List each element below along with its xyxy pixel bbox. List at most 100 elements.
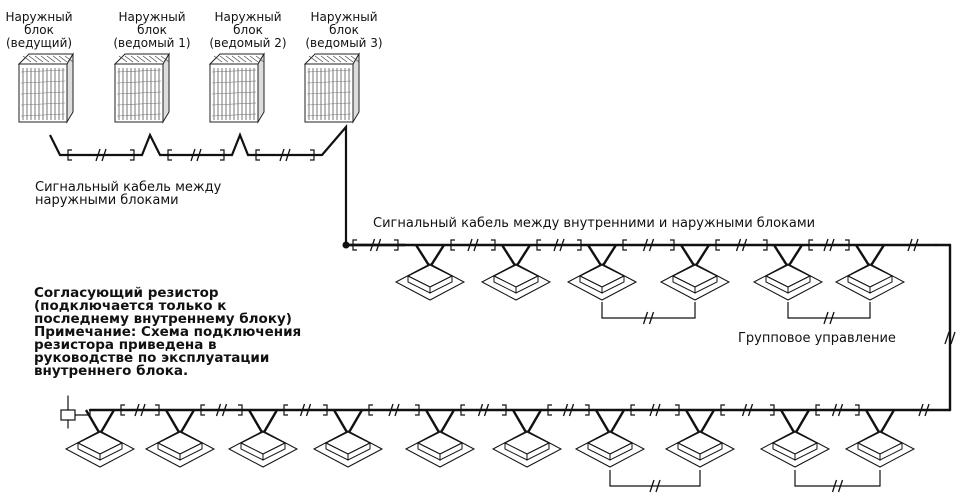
indoor-unit-icon <box>834 263 906 301</box>
group-control-link <box>787 302 871 319</box>
indoor-unit-tap <box>864 409 896 437</box>
indoor-unit-icon <box>574 430 646 468</box>
cable-connector <box>585 404 590 416</box>
cable-break-mark <box>649 479 661 493</box>
indoor-unit-tap <box>511 409 543 437</box>
indoor-unit-tap <box>247 409 279 437</box>
cable-connector <box>220 149 225 161</box>
cable-break-mark <box>553 238 565 252</box>
outdoor-unit-label-slave-1: Наружный блок (ведомый 1) <box>113 10 191 50</box>
cable-connector <box>415 404 420 416</box>
outdoor-unit-icon <box>303 52 360 124</box>
cable-break-mark <box>388 403 400 417</box>
indoor-unit-icon <box>64 430 136 468</box>
cable-connector <box>323 404 328 416</box>
indoor-unit-icon <box>664 430 736 468</box>
indoor-unit-icon <box>491 430 563 468</box>
indoor-unit-icon <box>759 430 831 468</box>
indoor-unit-icon <box>144 430 216 468</box>
cable-break-mark <box>823 238 835 252</box>
cable-connector <box>460 404 465 416</box>
indoor-unit-icon <box>404 430 476 468</box>
indoor-unit-icon <box>480 263 552 301</box>
cable-break-mark <box>823 311 835 325</box>
cable-break-mark <box>95 148 107 162</box>
cable-connector <box>536 239 541 251</box>
indoor-unit-icon <box>566 263 638 301</box>
cable-break-mark <box>944 331 956 345</box>
cable-connector <box>255 149 260 161</box>
cable-connector <box>502 404 507 416</box>
outdoor-unit-icon <box>208 52 265 124</box>
cable-connector <box>283 404 288 416</box>
cable-connector <box>394 239 399 251</box>
cable-connector <box>622 239 627 251</box>
cable-break-mark <box>642 311 655 325</box>
cable-connector <box>670 239 675 251</box>
indoor-unit-icon <box>659 263 731 301</box>
indoor-unit-tap <box>594 409 626 437</box>
cable-break-mark <box>279 148 291 162</box>
outdoor-unit-label-master: Наружный блок (ведущий) <box>5 10 73 50</box>
cable-connector <box>368 404 373 416</box>
cable-break-mark <box>649 403 661 417</box>
indoor-unit-tap <box>164 409 196 437</box>
outdoor-signal-cable <box>49 124 348 245</box>
cable-connector <box>675 404 680 416</box>
cable-break-mark <box>918 403 930 417</box>
cable-break-mark <box>831 479 844 493</box>
cable-connector <box>310 149 315 161</box>
cable-break-mark <box>299 403 312 417</box>
outdoor-unit-icon <box>17 52 74 124</box>
indoor-unit-icon <box>227 430 299 468</box>
cable-break-mark <box>741 403 754 417</box>
cable-connector <box>808 239 813 251</box>
indoor-unit-tap <box>424 409 456 437</box>
indoor-unit-tap <box>332 409 364 437</box>
indoor-unit-icon <box>312 430 384 468</box>
cable-break-mark <box>215 403 228 417</box>
resistor-wire <box>75 410 91 416</box>
cable-break-mark <box>477 403 490 417</box>
cable-break-mark <box>134 403 146 417</box>
cable-break-mark <box>735 238 748 252</box>
outdoor-unit-label-slave-2: Наружный блок (ведомый 2) <box>209 10 287 50</box>
indoor-unit-icon <box>844 430 916 468</box>
cable-connector <box>167 149 172 161</box>
cable-break-mark <box>642 238 655 252</box>
indoor-unit-tap <box>779 409 811 437</box>
cable-connector <box>577 239 582 251</box>
cable-connector <box>770 404 775 416</box>
cable-connector <box>67 149 72 161</box>
cable-break-mark <box>907 238 919 252</box>
cable-break-mark <box>562 403 575 417</box>
indoor-unit-icon <box>394 263 466 301</box>
cable-connector <box>238 404 243 416</box>
cable-break-mark <box>831 403 844 417</box>
cable-connector <box>845 239 850 251</box>
cable-connector <box>815 404 820 416</box>
outdoor-unit-icon <box>113 52 170 124</box>
cable-break-mark <box>467 238 479 252</box>
cable-connector <box>352 239 357 251</box>
group-control-link <box>794 470 881 487</box>
cable-connector <box>130 149 135 161</box>
cable-connector <box>491 239 496 251</box>
cable-break-mark <box>369 238 382 252</box>
group-control-link <box>609 470 701 487</box>
cable-connector <box>630 404 635 416</box>
cable-connector <box>855 404 860 416</box>
indoor-unit-icon <box>752 263 824 301</box>
cable-connector <box>155 404 160 416</box>
cable-connector <box>120 404 125 416</box>
cable-connector <box>763 239 768 251</box>
cable-connector <box>450 239 455 251</box>
indoor-unit-tap <box>684 409 716 437</box>
outdoor-unit-label-slave-3: Наружный блок (ведомый 3) <box>305 10 383 50</box>
cable-connector <box>547 404 552 416</box>
outdoor-cable-label: Сигнальный кабель между наружными блокам… <box>35 180 222 208</box>
cable-connector <box>715 239 720 251</box>
group-control-link <box>601 302 696 319</box>
